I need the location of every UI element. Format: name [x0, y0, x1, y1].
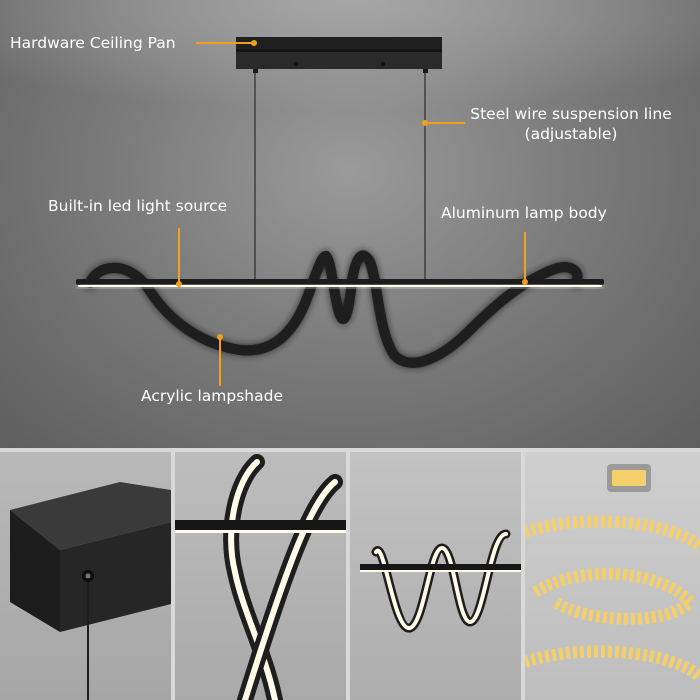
callout-dot-lampshade: [217, 334, 223, 340]
callout-dot-body: [522, 279, 528, 285]
label-suspension-note: (adjustable): [524, 125, 618, 143]
callout-line-body: [524, 232, 526, 282]
ceiling-light-wash: [0, 0, 700, 160]
label-suspension-line: Steel wire suspension line (adjustable): [470, 104, 672, 144]
callout-line-lampshade: [219, 336, 221, 386]
callout-line-suspension: [425, 122, 465, 124]
callout-dot-ceiling-pan: [251, 40, 257, 46]
callout-line-led: [178, 228, 180, 284]
callout-line-ceiling-pan: [196, 42, 254, 44]
pendant-lamp-illustration: [0, 0, 700, 448]
acrylic-ribbon: [85, 256, 578, 363]
detail-panel-led-strip: [525, 452, 700, 700]
label-lampshade: Acrylic lampshade: [141, 387, 283, 405]
callout-dot-led: [176, 281, 182, 287]
aluminum-bar: [76, 279, 604, 288]
led-chip-icon: [607, 464, 651, 492]
label-lamp-body: Aluminum lamp body: [441, 204, 607, 222]
hero-product-photo: Hardware Ceiling Pan Steel wire suspensi…: [0, 0, 700, 448]
label-ceiling-pan: Hardware Ceiling Pan: [10, 34, 176, 52]
detail-panel-lampshade: [175, 452, 346, 700]
detail-panel-wave: [350, 452, 521, 700]
detail-panel-ceiling-pan: [0, 452, 171, 700]
label-led-source: Built-in led light source: [48, 197, 228, 215]
callout-dot-suspension: [422, 120, 428, 126]
ceiling-pan: [236, 37, 442, 73]
label-suspension-title: Steel wire suspension line: [470, 105, 672, 123]
